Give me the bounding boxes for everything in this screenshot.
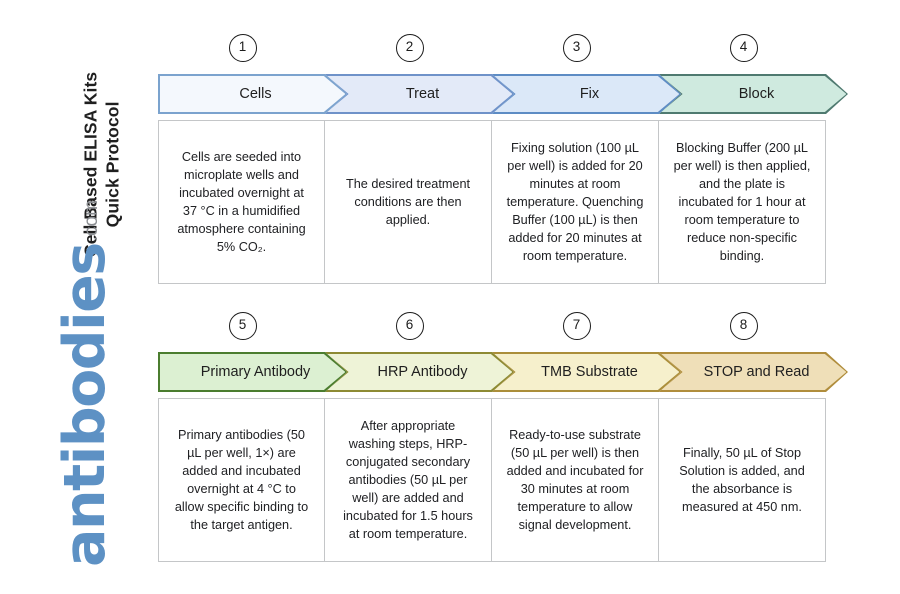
step-description-box-2: The desired treatment conditions are the… — [324, 120, 492, 284]
step-chevron-6[interactable]: HRP Antibody — [325, 352, 514, 392]
step-number-4: 4 — [729, 34, 758, 62]
step-description-text-4: Blocking Buffer (200 µL per well) is the… — [673, 140, 811, 264]
step-chevron-fill — [327, 354, 513, 391]
step-chevron-4[interactable]: Block — [659, 74, 848, 114]
step-number-8: 8 — [729, 312, 758, 340]
step-description-text-3: Fixing solution (100 µL per well) is add… — [506, 140, 644, 264]
step-number-5: 5 — [228, 312, 257, 340]
step-chevron-fill — [494, 76, 680, 113]
step-chevron-2[interactable]: Treat — [325, 74, 514, 114]
step-description-box-7: Ready-to-use substrate (50 µL per well) … — [491, 398, 659, 562]
step-number-1: 1 — [228, 34, 257, 62]
step-number-3: 3 — [562, 34, 591, 62]
step-description-box-8: Finally, 50 µL of Stop Solution is added… — [658, 398, 826, 562]
step-description-text-8: Finally, 50 µL of Stop Solution is added… — [679, 445, 805, 515]
step-description-box-4: Blocking Buffer (200 µL per well) is the… — [658, 120, 826, 284]
step-number-group-1: 1 2 3 4 — [158, 34, 838, 74]
step-chevron-8[interactable]: STOP and Read — [659, 352, 848, 392]
step-description-text-6: After appropriate washing steps, HRP-con… — [343, 418, 473, 542]
step-chevron-fill — [661, 76, 847, 113]
step-chevron-fill — [160, 354, 346, 391]
step-description-text-7: Ready-to-use substrate (50 µL per well) … — [506, 427, 644, 533]
step-chevron-5[interactable]: Primary Antibody — [158, 352, 347, 392]
step-chevron-3[interactable]: Fix — [492, 74, 681, 114]
step-description-text-1: Cells are seeded into microplate wells a… — [177, 149, 306, 255]
step-chevron-fill — [494, 354, 680, 391]
step-chevron-fill — [160, 76, 346, 113]
step-chevron-7[interactable]: TMB Substrate — [492, 352, 681, 392]
description-box-row-1: Cells are seeded into microplate wells a… — [158, 120, 848, 284]
step-number-6: 6 — [395, 312, 424, 340]
step-number-7: 7 — [562, 312, 591, 340]
step-chevron-fill — [327, 76, 513, 113]
step-description-box-6: After appropriate washing steps, HRP-con… — [324, 398, 492, 562]
step-chevron-fill — [661, 354, 847, 391]
step-description-text-5: Primary antibodies (50 µL per well, 1×) … — [174, 427, 309, 533]
left-rail: Cell Based ELISA Kits Quick Protocol ant… — [0, 0, 158, 594]
brand-logo: antibodies .com — [42, 200, 118, 567]
step-number-group-2: 5 6 7 8 — [158, 312, 838, 352]
description-box-row-2: Primary antibodies (50 µL per well, 1×) … — [158, 398, 848, 562]
step-description-text-2: The desired treatment conditions are the… — [345, 176, 471, 228]
step-chevron-1[interactable]: Cells — [158, 74, 347, 114]
step-description-box-1: Cells are seeded into microplate wells a… — [158, 120, 325, 284]
brand-name: antibodies — [51, 243, 118, 567]
step-description-box-5: Primary antibodies (50 µL per well, 1×) … — [158, 398, 325, 562]
brand-tld: .com — [81, 200, 102, 242]
step-description-box-3: Fixing solution (100 µL per well) is add… — [491, 120, 659, 284]
step-number-2: 2 — [395, 34, 424, 62]
